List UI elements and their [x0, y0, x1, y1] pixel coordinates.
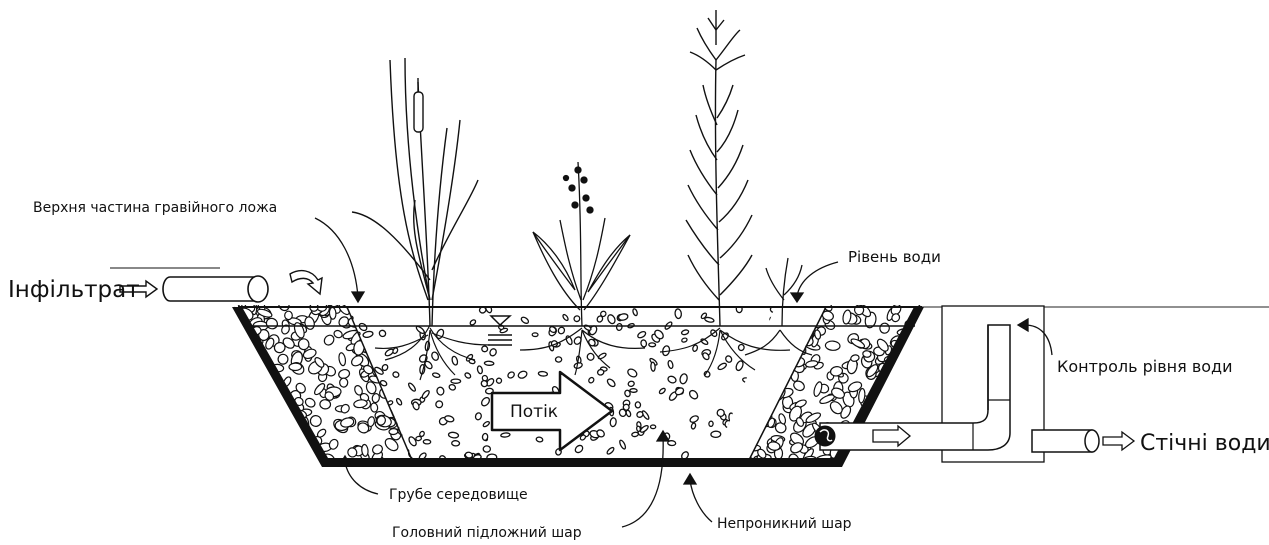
coarse-media-label: Грубе середовище — [389, 487, 528, 503]
water-level-label: Рівень води — [848, 248, 941, 266]
cattail-plant-icon — [352, 58, 478, 326]
gravel-top-label: Верхня частина гравійного ложа — [33, 200, 277, 216]
coarse-media-left — [224, 298, 428, 466]
inflow-pipe-icon — [110, 268, 322, 302]
flow-label: Потік — [510, 402, 558, 422]
level-control-label: Контроль рівня води — [1057, 357, 1233, 376]
effluent-label: Стічні води — [1140, 431, 1269, 456]
impermeable-layer-label: Непроникний шар — [717, 516, 852, 532]
flowering-plant-icon — [533, 162, 630, 326]
main-substrate-label: Головний підложний шар — [392, 525, 582, 541]
small-plant-icon — [766, 258, 802, 326]
influent-label: Інфільтрат — [8, 277, 140, 303]
level-control-box — [815, 306, 1134, 462]
reed-plant-icon — [686, 10, 752, 326]
